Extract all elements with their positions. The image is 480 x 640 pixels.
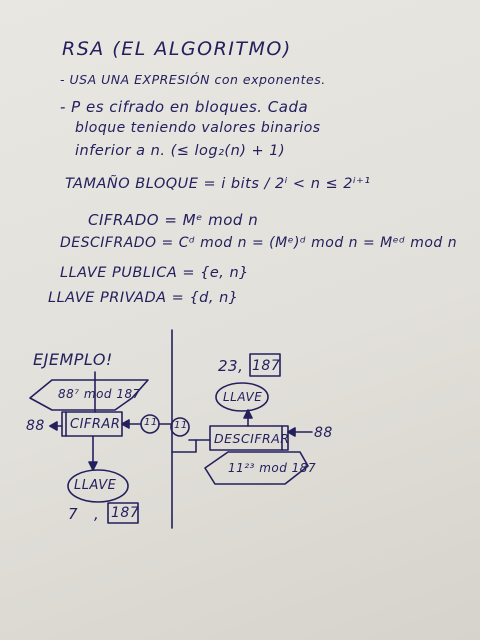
key-left-n: 187 bbox=[111, 505, 140, 521]
encryption-formula: CIFRADO = Mᵉ mod n bbox=[88, 211, 259, 229]
cifrar-label: CIFRAR bbox=[70, 417, 121, 432]
note-line-3: bloque teniendo valores binarios bbox=[75, 120, 321, 136]
circle-right-label: 11 bbox=[174, 420, 188, 431]
llave-left-ellipse bbox=[67, 469, 129, 503]
decryption-formula: DESCIFRADO = Cᵈ mod n = (Mᵉ)ᵈ mod n = Mᵉ… bbox=[60, 235, 458, 251]
llave-right-label: LLAVE bbox=[223, 390, 263, 404]
right-output-label: 88 bbox=[314, 425, 333, 441]
circle-left-label: 11 bbox=[144, 417, 158, 428]
ejemplo-label: EJEMPLO! bbox=[33, 350, 113, 369]
note-line-1: - USA UNA EXPRESIÓN con exponentes. bbox=[60, 72, 326, 87]
right-d-label: 23, bbox=[218, 357, 244, 375]
private-key-line: LLAVE PRIVADA = {d, n} bbox=[48, 290, 239, 306]
note-line-4: inferior a n. (≤ log₂(n) + 1) bbox=[75, 143, 286, 159]
llave-right-ellipse bbox=[215, 382, 269, 412]
block-size-formula: TAMAÑO BLOQUE = i bits / 2ⁱ < n ≤ 2ⁱ⁺¹ bbox=[65, 176, 371, 192]
left-exponent-label: 88⁷ mod 187 bbox=[58, 387, 141, 401]
key-box-right bbox=[249, 353, 281, 377]
key-box-left bbox=[107, 502, 139, 524]
descifrar-label: DESCIFRAR bbox=[214, 431, 290, 446]
key-left-comma: , bbox=[94, 505, 100, 523]
left-input-label: 88 bbox=[26, 418, 45, 434]
note-line-2: - P es cifrado en bloques. Cada bbox=[60, 98, 309, 116]
key-left-e: 7 bbox=[68, 505, 79, 523]
right-exponent-diamond bbox=[204, 451, 309, 485]
circle-right bbox=[170, 417, 190, 437]
left-exponent-diamond bbox=[29, 379, 149, 411]
right-exponent-label: 11²³ mod 187 bbox=[228, 461, 317, 475]
right-n-label: 187 bbox=[252, 358, 281, 374]
descifrar-box bbox=[209, 425, 289, 451]
public-key-line: LLAVE PUBLICA = {e, n} bbox=[60, 265, 249, 281]
page-title: RSA (EL ALGORITMO) bbox=[62, 38, 292, 60]
llave-left-label: LLAVE bbox=[74, 478, 117, 493]
